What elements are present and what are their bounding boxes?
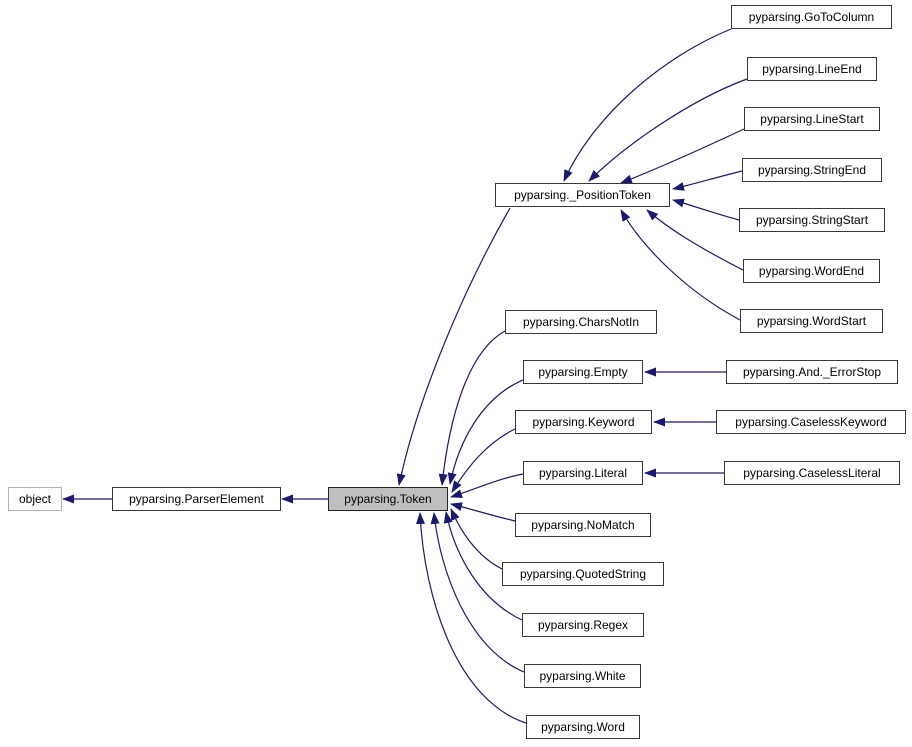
class-node-label: pyparsing.And._ErrorStop bbox=[742, 365, 882, 379]
edge-stringend-to-position_token bbox=[672, 170, 743, 191]
class-node-label: object bbox=[18, 492, 52, 506]
class-node-caselessliteral[interactable]: pyparsing.CaselessLiteral bbox=[724, 461, 900, 485]
class-node-label: pyparsing.Literal bbox=[538, 466, 628, 480]
edge-wordend-to-position_token bbox=[646, 209, 744, 271]
class-node-label: pyparsing.Regex bbox=[537, 618, 629, 632]
class-node-label: pyparsing.WordEnd bbox=[758, 264, 865, 278]
edge-white-to-token bbox=[430, 512, 525, 673]
class-node-object: object bbox=[8, 487, 62, 511]
edge-gotocolumn-to-position_token bbox=[563, 28, 732, 182]
class-node-empty[interactable]: pyparsing.Empty bbox=[523, 360, 643, 384]
class-node-label: pyparsing.CharsNotIn bbox=[522, 315, 640, 329]
class-node-label: pyparsing.ParserElement bbox=[129, 492, 264, 506]
class-node-label: pyparsing.QuotedString bbox=[519, 567, 647, 581]
class-node-label: pyparsing.Empty bbox=[538, 365, 628, 379]
class-node-label: pyparsing.StringEnd bbox=[757, 163, 867, 177]
class-node-wordstart[interactable]: pyparsing.WordStart bbox=[740, 309, 883, 333]
class-node-label: pyparsing.CaselessLiteral bbox=[743, 466, 881, 480]
class-node-linestart[interactable]: pyparsing.LineStart bbox=[744, 107, 880, 131]
class-node-lineend[interactable]: pyparsing.LineEnd bbox=[747, 57, 877, 81]
class-node-wordend[interactable]: pyparsing.WordEnd bbox=[743, 259, 880, 283]
class-node-literal[interactable]: pyparsing.Literal bbox=[523, 461, 643, 485]
class-node-label: pyparsing.GoToColumn bbox=[748, 10, 875, 24]
class-node-charsnotin[interactable]: pyparsing.CharsNotIn bbox=[505, 310, 657, 334]
edge-position_token-to-token bbox=[396, 207, 511, 486]
class-node-label: pyparsing.WordStart bbox=[756, 314, 867, 328]
edge-quotedstring-to-token bbox=[450, 508, 503, 570]
class-node-caselesskeyword[interactable]: pyparsing.CaselessKeyword bbox=[716, 410, 906, 434]
class-node-white[interactable]: pyparsing.White bbox=[524, 664, 641, 688]
class-node-label: pyparsing.Token bbox=[344, 492, 432, 506]
class-node-position_token[interactable]: pyparsing._PositionToken bbox=[495, 183, 670, 207]
edge-keyword-to-token bbox=[451, 428, 516, 493]
edge-empty-to-token bbox=[447, 379, 524, 485]
class-node-gotocolumn[interactable]: pyparsing.GoToColumn bbox=[731, 5, 892, 29]
edge-linestart-to-position_token bbox=[620, 128, 745, 184]
edge-word-to-token bbox=[416, 512, 527, 724]
edge-wordstart-to-position_token bbox=[620, 209, 741, 321]
edge-stringstart-to-position_token bbox=[672, 198, 740, 221]
class-node-label: pyparsing.CaselessKeyword bbox=[735, 415, 887, 429]
class-node-nomatch[interactable]: pyparsing.NoMatch bbox=[515, 513, 651, 537]
class-node-label: pyparsing.Word bbox=[541, 720, 625, 734]
class-node-label: pyparsing.NoMatch bbox=[531, 518, 635, 532]
class-node-label: pyparsing.White bbox=[539, 669, 626, 683]
edge-lineend-to-position_token bbox=[588, 78, 748, 182]
class-node-label: pyparsing.StringStart bbox=[755, 213, 869, 227]
class-node-quotedstring[interactable]: pyparsing.QuotedString bbox=[502, 562, 664, 586]
class-node-token: pyparsing.Token bbox=[328, 487, 448, 511]
class-node-parserelement[interactable]: pyparsing.ParserElement bbox=[112, 487, 281, 511]
edge-charsnotin-to-token bbox=[438, 330, 506, 486]
class-node-stringend[interactable]: pyparsing.StringEnd bbox=[742, 158, 882, 182]
class-node-keyword[interactable]: pyparsing.Keyword bbox=[515, 410, 652, 434]
class-node-label: pyparsing.Keyword bbox=[532, 415, 635, 429]
class-node-word[interactable]: pyparsing.Word bbox=[526, 715, 640, 739]
edge-nomatch-to-token bbox=[450, 502, 516, 522]
class-node-stringstart[interactable]: pyparsing.StringStart bbox=[739, 208, 885, 232]
class-node-label: pyparsing.LineEnd bbox=[762, 62, 862, 76]
class-node-regex[interactable]: pyparsing.Regex bbox=[522, 613, 644, 637]
class-node-label: pyparsing._PositionToken bbox=[514, 188, 651, 202]
edge-regex-to-token bbox=[443, 511, 523, 621]
edge-literal-to-token bbox=[450, 473, 524, 498]
class-node-label: pyparsing.LineStart bbox=[760, 112, 864, 126]
class-node-errorstop[interactable]: pyparsing.And._ErrorStop bbox=[726, 360, 898, 384]
